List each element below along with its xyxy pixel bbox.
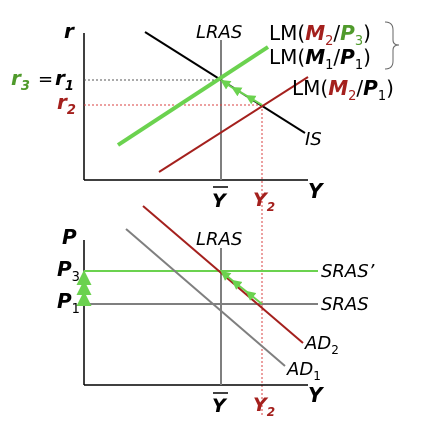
bottom-y2-label: Y2	[253, 394, 275, 419]
ad2-label: AD2	[304, 333, 339, 357]
p3-label: P3	[57, 257, 80, 285]
top-lras-label: LRAS	[196, 22, 242, 43]
lm-m2-p3-curve	[116, 45, 270, 147]
ad1-label: AD1	[286, 359, 321, 383]
lm-shift-arrow-2	[231, 87, 248, 97]
is-label: IS	[305, 129, 322, 150]
bottom-ybar-label: Y	[212, 395, 228, 417]
lm-m2-p1-label: LM(M2/P1)	[292, 76, 394, 104]
ad2-curve	[142, 205, 304, 344]
top-y2-label: Y2	[253, 189, 275, 214]
lm-shift-arrow-3	[220, 79, 234, 90]
bottom-panel: P Y LRAS SRAS’ SRAS P3 P1 AD2 AD1 Y Y2	[57, 205, 375, 419]
p1-label: P1	[57, 289, 80, 317]
r-axis-label: r	[64, 19, 75, 43]
ad1-curve	[125, 228, 286, 367]
ad-shift-arrow-2	[231, 279, 248, 293]
lm-m1-p1-label: LM(M1/P1)	[269, 45, 371, 73]
lm-shift-arrow-1	[245, 94, 263, 106]
bottom-lras-label: LRAS	[196, 229, 242, 250]
ad-shift-arrow-1	[245, 290, 263, 305]
bottom-x-axis-label: Y	[308, 383, 325, 407]
ad-shift-arrow-3	[220, 270, 234, 282]
top-panel: r Y LRAS IS r3 = r1 r2 Y Y2 LM(M2/P3) LM…	[11, 19, 400, 415]
p-axis-label: P	[62, 225, 77, 249]
top-ybar-label: Y	[212, 190, 228, 212]
r2-label: r2	[57, 90, 76, 118]
lm-m2-p3-label: LM(M2/P3)	[269, 21, 371, 49]
sras-prime-label: SRAS’	[321, 261, 375, 282]
r1-label: r1	[55, 66, 74, 94]
equals-sign: =	[38, 69, 53, 90]
r3-label: r3	[11, 66, 30, 94]
lm-m2-p1-curve	[158, 76, 309, 173]
sras-label: SRAS	[321, 294, 369, 315]
top-y-axis-x-label: Y	[308, 179, 325, 203]
lm-curly-brace	[384, 21, 400, 70]
